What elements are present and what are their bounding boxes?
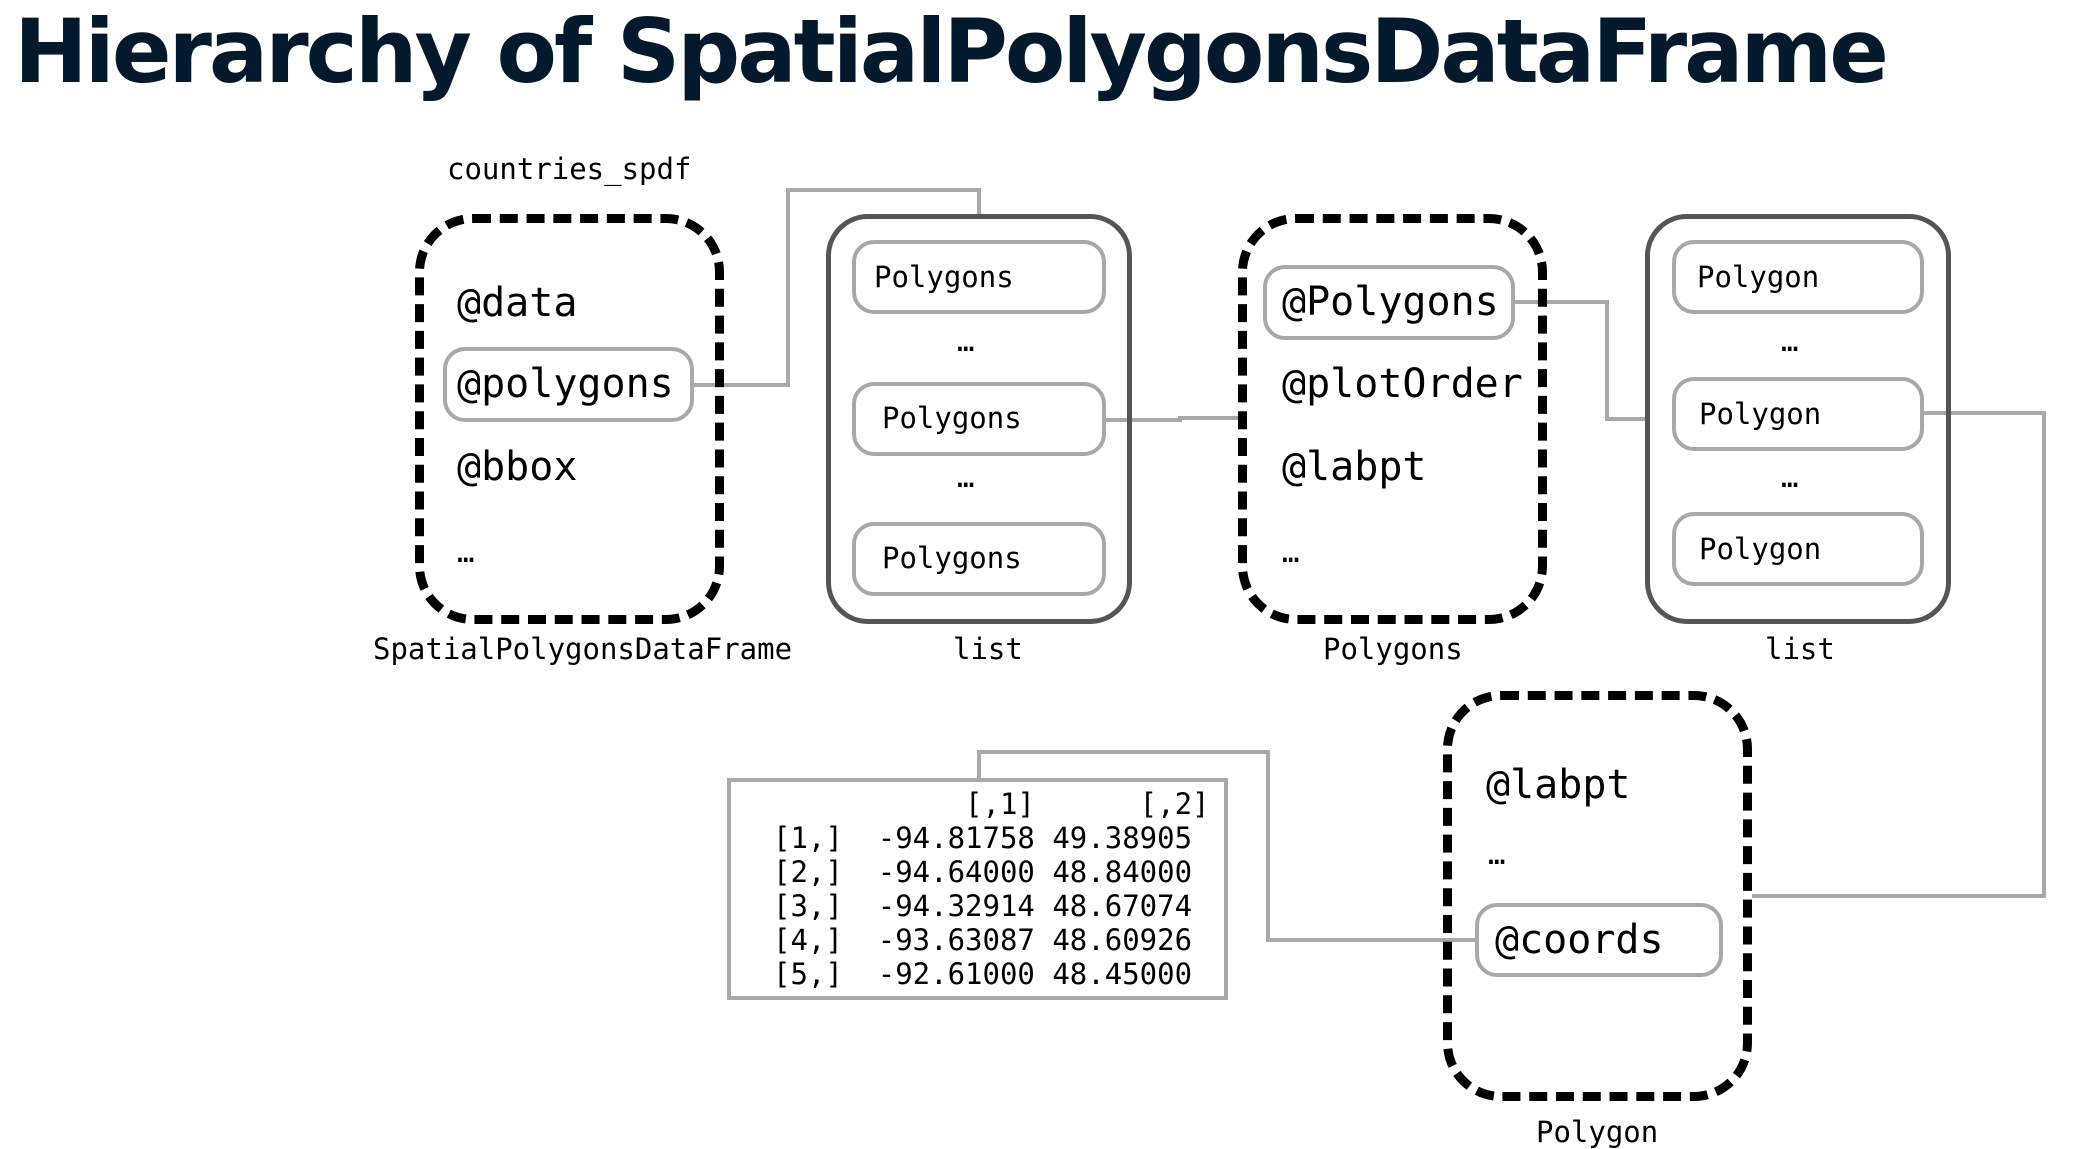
spdf-type-label: SpatialPolygonsDataFrame — [373, 632, 793, 666]
connector-polygons-to-list — [692, 188, 981, 387]
coords-matrix-row: [3,] -94.32914 48.67074 — [773, 889, 1193, 923]
spdf-variable-label: countries_spdf — [447, 152, 692, 186]
polygons-slot-plotOrder: @plotOrder — [1282, 361, 1523, 407]
spdf-slot-ellipsis: … — [457, 535, 475, 569]
spdf-object-box — [415, 214, 724, 624]
connector-coords-to-matrix — [977, 750, 1475, 942]
page-title: Hierarchy of SpatialPolygonsDataFrame — [14, 0, 1889, 103]
polygon-object-box — [1443, 691, 1752, 1101]
list1-ellipsis-2: … — [957, 460, 975, 494]
polygons-slot-labpt: @labpt — [1282, 444, 1427, 490]
list2-box — [1645, 214, 1951, 624]
list1-ellipsis-1: … — [957, 324, 975, 358]
connector-list-to-polygons-object — [1103, 416, 1238, 422]
list2-item-3-box — [1672, 512, 1924, 586]
polygons-object-box — [1238, 214, 1547, 624]
list2-ellipsis-1: … — [1781, 324, 1799, 358]
connector-Polygons-slot-to-list — [1513, 300, 1645, 421]
polygons-slot-Polygons: @Polygons — [1282, 279, 1499, 325]
list2-item-3: Polygon — [1699, 532, 1822, 566]
connector-list-to-polygon-object — [1752, 411, 2046, 898]
polygons-type-label: Polygons — [1323, 632, 1463, 666]
polygon-slot-coords: @coords — [1495, 917, 1664, 963]
coords-matrix-header: [,1] [,2] — [773, 787, 1210, 821]
list2-item-1: Polygon — [1697, 260, 1820, 294]
polygon-slot-ellipsis: … — [1488, 837, 1506, 871]
spdf-slot-bbox: @bbox — [457, 444, 578, 490]
list1-item-2: Polygons — [882, 401, 1022, 435]
list2-type-label: list — [1765, 632, 1835, 666]
coords-matrix-row: [1,] -94.81758 49.38905 — [773, 821, 1193, 855]
coords-matrix-row: [4,] -93.63087 48.60926 — [773, 923, 1193, 957]
list2-ellipsis-2: … — [1781, 460, 1799, 494]
polygons-slot-ellipsis: … — [1282, 535, 1300, 569]
polygon-slot-labpt: @labpt — [1486, 762, 1631, 808]
coords-matrix-box — [727, 778, 1228, 1000]
spdf-slot-polygons: @polygons — [457, 361, 674, 407]
polygons-slot-Polygons-box — [1263, 265, 1515, 340]
list2-item-1-box — [1672, 240, 1924, 314]
list1-item-1: Polygons — [874, 260, 1014, 294]
spdf-slot-polygons-box — [443, 347, 694, 422]
list1-item-1-box — [852, 240, 1106, 314]
spdf-slot-data: @data — [457, 280, 578, 326]
polygon-type-label: Polygon — [1536, 1115, 1659, 1149]
coords-matrix-row: [5,] -92.61000 48.45000 — [773, 957, 1193, 991]
list2-item-2-box — [1672, 377, 1924, 451]
coords-matrix-row: [2,] -94.64000 48.84000 — [773, 855, 1193, 889]
polygon-slot-coords-box — [1475, 903, 1723, 977]
list2-item-2: Polygon — [1699, 397, 1822, 431]
list1-box — [826, 214, 1132, 624]
list1-item-3-box — [852, 522, 1106, 596]
list1-item-2-box — [852, 382, 1106, 456]
list1-item-3: Polygons — [882, 541, 1022, 575]
list1-type-label: list — [953, 632, 1023, 666]
